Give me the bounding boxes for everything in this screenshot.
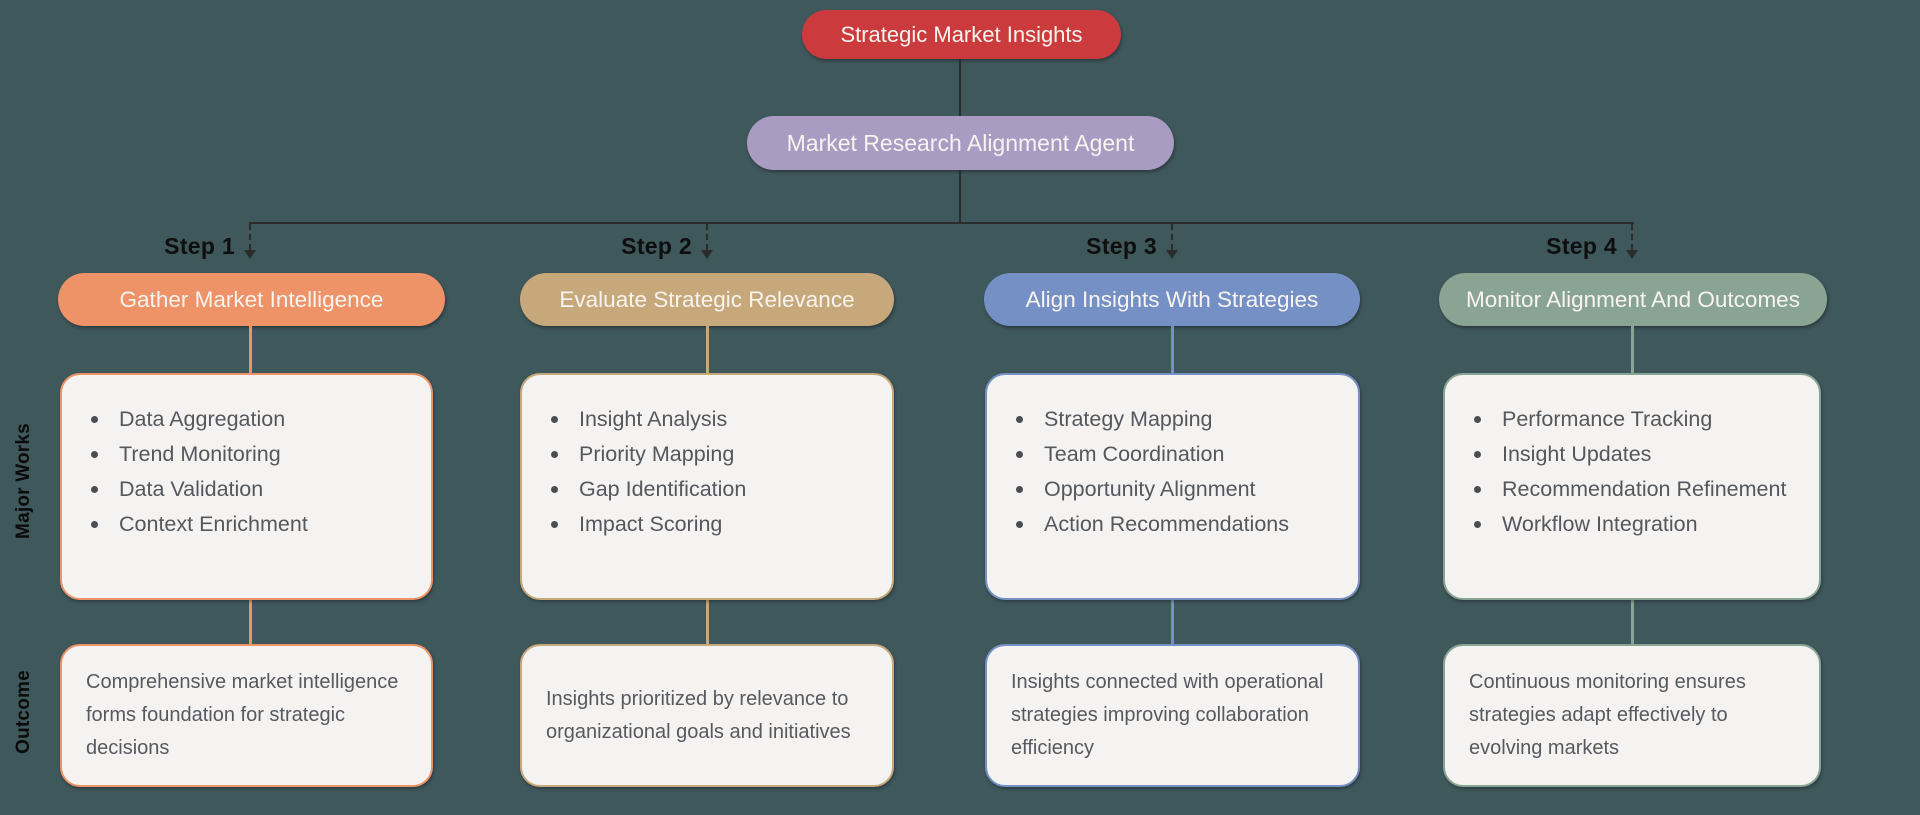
work-item: Context Enrichment (62, 507, 411, 542)
step-3-header: Align Insights With Strategies (984, 273, 1360, 326)
agent-node: Market Research Alignment Agent (747, 116, 1174, 170)
step-4-arrowhead-icon (1626, 250, 1638, 259)
work-item: Team Coordination (987, 437, 1338, 472)
row-label-outcome: Outcome (13, 670, 34, 754)
step-3-outcome-card: Insights connected with operational stra… (985, 644, 1360, 787)
step-4-drop-line (1631, 224, 1633, 250)
step-4-outcome-text: Continuous monitoring ensures strategies… (1469, 671, 1746, 759)
connector-trunk-horizontal (249, 222, 1634, 224)
work-item: Recommendation Refinement (1445, 472, 1799, 507)
step-3-drop-line (1171, 224, 1173, 250)
work-item: Trend Monitoring (62, 437, 411, 472)
step-3-arrowhead-icon (1166, 250, 1178, 259)
connector-root-to-agent (959, 59, 961, 116)
step-3-label: Step 3 (1086, 233, 1157, 259)
step-2-outcome-card: Insights prioritized by relevance to org… (520, 644, 894, 787)
work-item: Data Validation (62, 472, 411, 507)
step-1-link-card-outcome (249, 600, 252, 644)
work-item: Action Recommendations (987, 507, 1338, 542)
work-item: Data Aggregation (62, 402, 411, 437)
work-item: Opportunity Alignment (987, 472, 1338, 507)
work-item: Strategy Mapping (987, 402, 1338, 437)
step-4-header: Monitor Alignment And Outcomes (1439, 273, 1827, 326)
step-2-arrowhead-icon (701, 250, 713, 259)
work-item: Impact Scoring (522, 507, 872, 542)
step-2-outcome-text: Insights prioritized by relevance to org… (546, 687, 851, 743)
work-item: Gap Identification (522, 472, 872, 507)
root-node: Strategic Market Insights (802, 10, 1121, 59)
step-1-link-header-card (249, 326, 252, 373)
step-1-header: Gather Market Intelligence (58, 273, 445, 326)
step-1-outcome-text: Comprehensive market intelligence forms … (86, 671, 399, 759)
step-4-label: Step 4 (1546, 233, 1617, 259)
step-4-link-header-card (1631, 326, 1634, 373)
row-label-major-works: Major Works (13, 423, 34, 539)
step-3-link-header-card (1171, 326, 1174, 373)
step-3-link-card-outcome (1171, 600, 1174, 644)
step-2-drop-line (706, 224, 708, 250)
step-2-link-card-outcome (706, 600, 709, 644)
step-1-drop-line (249, 224, 251, 250)
work-item: Insight Analysis (522, 402, 872, 437)
step-4-link-card-outcome (1631, 600, 1634, 644)
work-item: Insight Updates (1445, 437, 1799, 472)
step-3-outcome-text: Insights connected with operational stra… (1011, 671, 1324, 759)
connector-agent-to-trunk (959, 170, 961, 223)
step-1-arrowhead-icon (244, 250, 256, 259)
step-1-label: Step 1 (164, 233, 235, 259)
step-1-outcome-card: Comprehensive market intelligence forms … (60, 644, 433, 787)
step-2-label: Step 2 (621, 233, 692, 259)
work-item: Priority Mapping (522, 437, 872, 472)
step-2-header: Evaluate Strategic Relevance (520, 273, 894, 326)
step-4-outcome-card: Continuous monitoring ensures strategies… (1443, 644, 1821, 787)
work-item: Performance Tracking (1445, 402, 1799, 437)
work-item: Workflow Integration (1445, 507, 1799, 542)
step-2-link-header-card (706, 326, 709, 373)
